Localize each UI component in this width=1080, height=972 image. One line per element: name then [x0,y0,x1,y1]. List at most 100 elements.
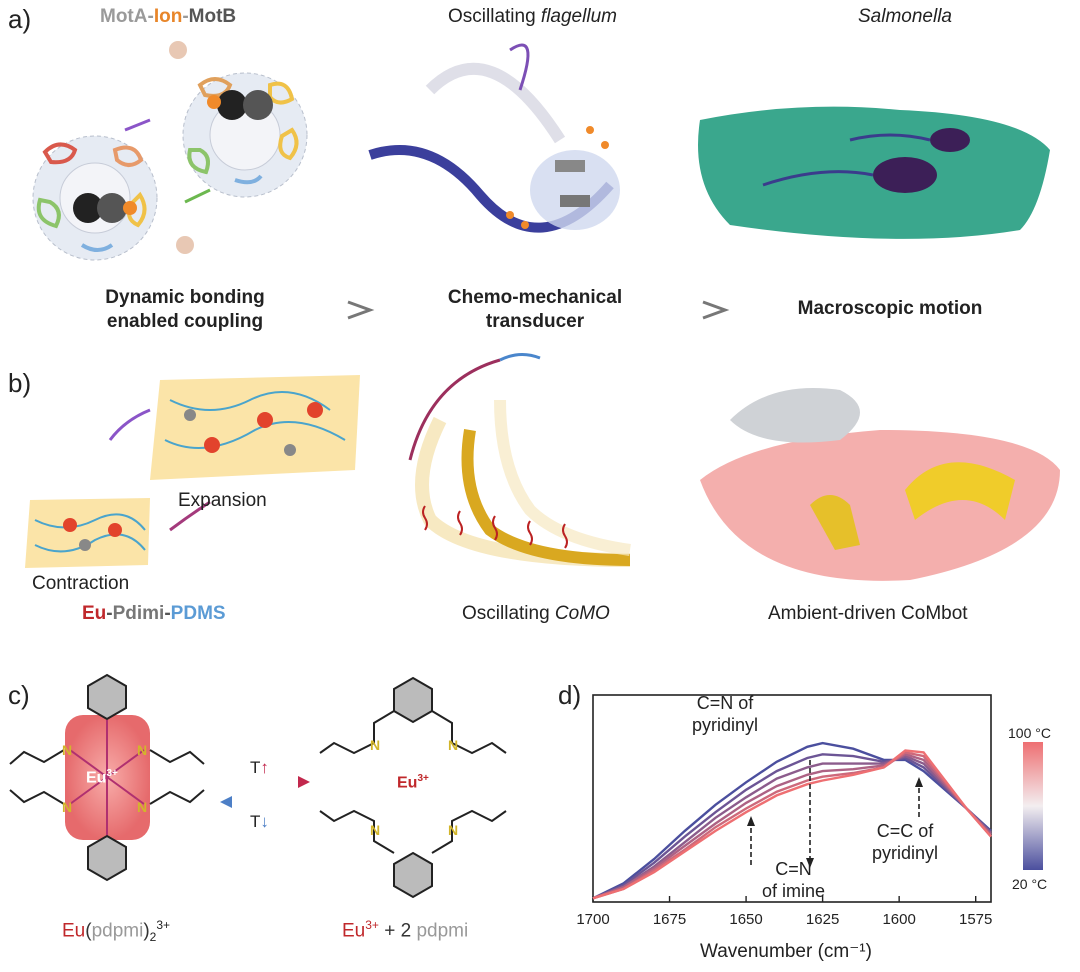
cn-imine-annotation: C=N of imine [762,858,825,902]
motb-text: MotB [188,6,237,27]
formula-open: ( [85,920,92,942]
dynamic-bonding-line2: enabled coupling [106,311,264,332]
free-eu-charge: 3+ [417,773,429,784]
ambient-driven-combot-label: Ambient-driven CoMbot [768,603,968,624]
t-up-label: T↑ [250,758,269,778]
flagellum-illustration [368,43,620,233]
x-tick-label: 1650 [729,911,762,928]
pdms-text: PDMS [170,603,226,624]
panel-b-label: b) [8,368,32,398]
formula-sub: 2 [149,930,157,945]
salmonella-title: Salmonella [858,6,952,27]
formula-close: ) [143,920,150,942]
rhs-ligand: pdpmi [416,920,469,942]
t-down-text: T [250,812,261,831]
dynamic-bonding-caption: Dynamic bonding enabled coupling [60,286,310,334]
spectrum-line [592,753,992,900]
n-atom-label: N [370,737,381,753]
x-axis-ticks: 1700 1675 1650 1625 1600 1575 [576,896,992,928]
n-atom-label: N [137,742,148,758]
arrow-up-icon: ↑ [260,758,269,777]
formula-eu: Eu [62,920,86,942]
temperature-colorbar [1023,742,1043,870]
rhs-plus: + 2 [378,920,417,942]
oscillating-flagellum-title: Oscillating flagellum [448,6,617,28]
chemo-mechanical-line2: transducer [485,311,585,332]
x-tick-label: 1700 [576,911,609,928]
ftir-spectrum-chart: 1700 1675 1650 1625 1600 1575 [576,694,1043,928]
equilibrium-arrows [220,776,310,808]
eu-dash: - [106,603,113,624]
cn-pyridinyl-line2: pyridinyl [692,715,759,735]
dynamic-bonding-line1: Dynamic bonding [105,287,265,308]
spectrum-lines [592,741,992,900]
x-axis-title: Wavenumber (cm⁻¹) [700,941,872,962]
ion-dash: - [182,6,189,27]
n-atom-label: N [448,822,459,838]
arrow-down-icon: ↓ [260,812,269,831]
panel-a-illustration [32,41,1050,261]
eu-plus-pdpmi-formula: Eu3+ + 2 pdpmi [342,918,468,942]
chemo-mechanical-caption: Chemo-mechanical transducer [410,286,660,334]
spectrum-line [592,741,992,900]
n-atom-label: N [62,742,73,758]
panel-c-structure [9,673,507,899]
mota-dash: - [147,6,154,27]
panel-c-label: c) [8,680,30,710]
spectrum-line [592,749,992,900]
rhs-eu-charge: 3+ [365,918,379,932]
cn-pyridinyl-annotation: C=N of pyridinyl [692,692,758,736]
free-ligand-structures [319,676,507,899]
cc-pyridinyl-annotation: C=C of pyridinyl [872,820,938,864]
chemo-mechanical-line1: Chemo-mechanical [447,287,623,308]
spectrum-line [592,753,992,900]
arrow-down-icon [806,858,814,868]
panel-a-label: a) [8,4,32,34]
free-eu-text: Eu [397,774,418,792]
formula-ligand: pdpmi [91,920,144,942]
pdimi-dash: - [164,603,171,624]
cn-imine-line1: C=N [775,859,812,879]
motor-complex-illustration [32,41,308,261]
colorbar-min-label: 20 °C [1012,876,1048,892]
eu-center-text: Eu [86,769,107,787]
salmonella-illustration [698,106,1050,239]
x-tick-label: 1675 [653,911,686,928]
rhs-eu: Eu [342,920,366,942]
plot-frame [592,694,992,903]
t-down-label: T↓ [250,812,269,832]
cn-pyridinyl-line1: C=N of [696,693,754,713]
n-atom-label: N [62,799,73,815]
panel-d-label: d) [558,680,582,710]
flagellum-word: flagellum [540,6,617,27]
arrow-up-icon [915,777,923,787]
combot-illustration [700,388,1060,581]
chevron-right-icon [702,300,730,320]
n-atom-label: N [370,822,381,838]
como-word: CoMO [554,603,610,624]
free-eu-ion: Eu3+ [397,773,429,792]
oscillating-strip-illustration [408,353,631,567]
polymer-network-illustration [25,375,360,568]
eu-text: Eu [82,603,107,624]
mota-ion-motb-title: MotA-Ion-MotB [100,6,236,28]
ion-text: Ion [153,6,183,27]
eu-complex-center: Eu3+ [86,768,118,787]
x-tick-label: 1575 [959,911,992,928]
spectrum-line [592,754,992,900]
arrow-up-icon [747,816,755,826]
oscillating-prefix: Oscillating [448,6,541,27]
n-atom-label: N [137,799,148,815]
x-tick-label: 1600 [882,911,915,928]
contraction-label: Contraction [32,573,130,594]
n-atom-label: N [448,737,459,753]
spectrum-line [592,751,992,900]
colorbar-max-label: 100 °C [1008,725,1051,741]
eu-pdpmi-complex [9,673,205,882]
pdimi-text: Pdimi [112,603,165,624]
formula-sup: 3+ [156,918,171,932]
mota-text: MotA [100,6,148,27]
x-tick-label: 1625 [806,911,839,928]
cc-pyridinyl-line1: C=C of [876,821,934,841]
eu-center-charge: 3+ [106,768,118,779]
